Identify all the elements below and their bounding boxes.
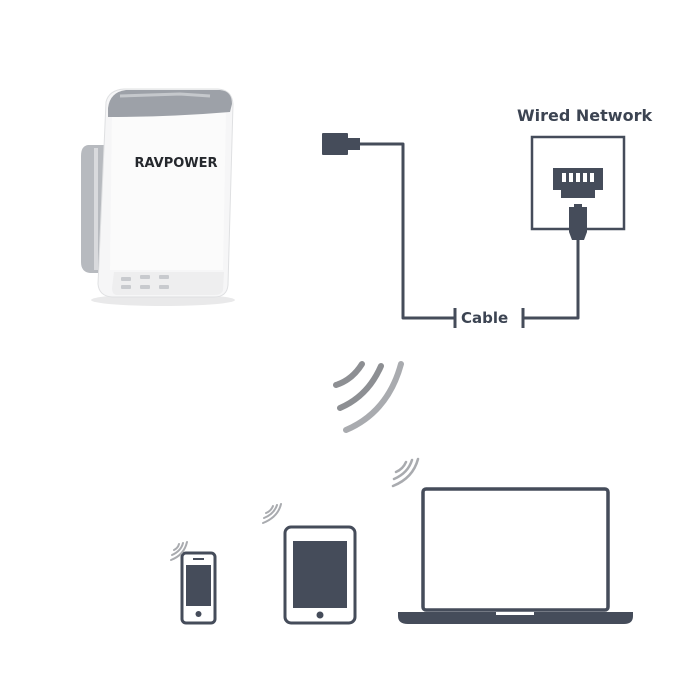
wifi-signal-icon (262, 503, 282, 524)
router-device: RAVPOWER (81, 88, 235, 306)
cable-label-ticks (453, 308, 525, 328)
wired-network-label: Wired Network (517, 106, 653, 125)
laptop-icon (398, 487, 633, 624)
cable-label: Cable (461, 309, 509, 327)
cable-connector-icon (322, 133, 360, 155)
wifi-signal-icon (333, 361, 404, 433)
device-brand-logo: RAVPOWER (134, 156, 217, 171)
cable-line (358, 142, 580, 320)
smartphone-icon (180, 551, 217, 625)
wifi-signal-icon (170, 541, 188, 561)
tablet-icon (283, 525, 357, 625)
wifi-signal-icon (391, 457, 420, 488)
ethernet-port-icon (530, 135, 626, 240)
